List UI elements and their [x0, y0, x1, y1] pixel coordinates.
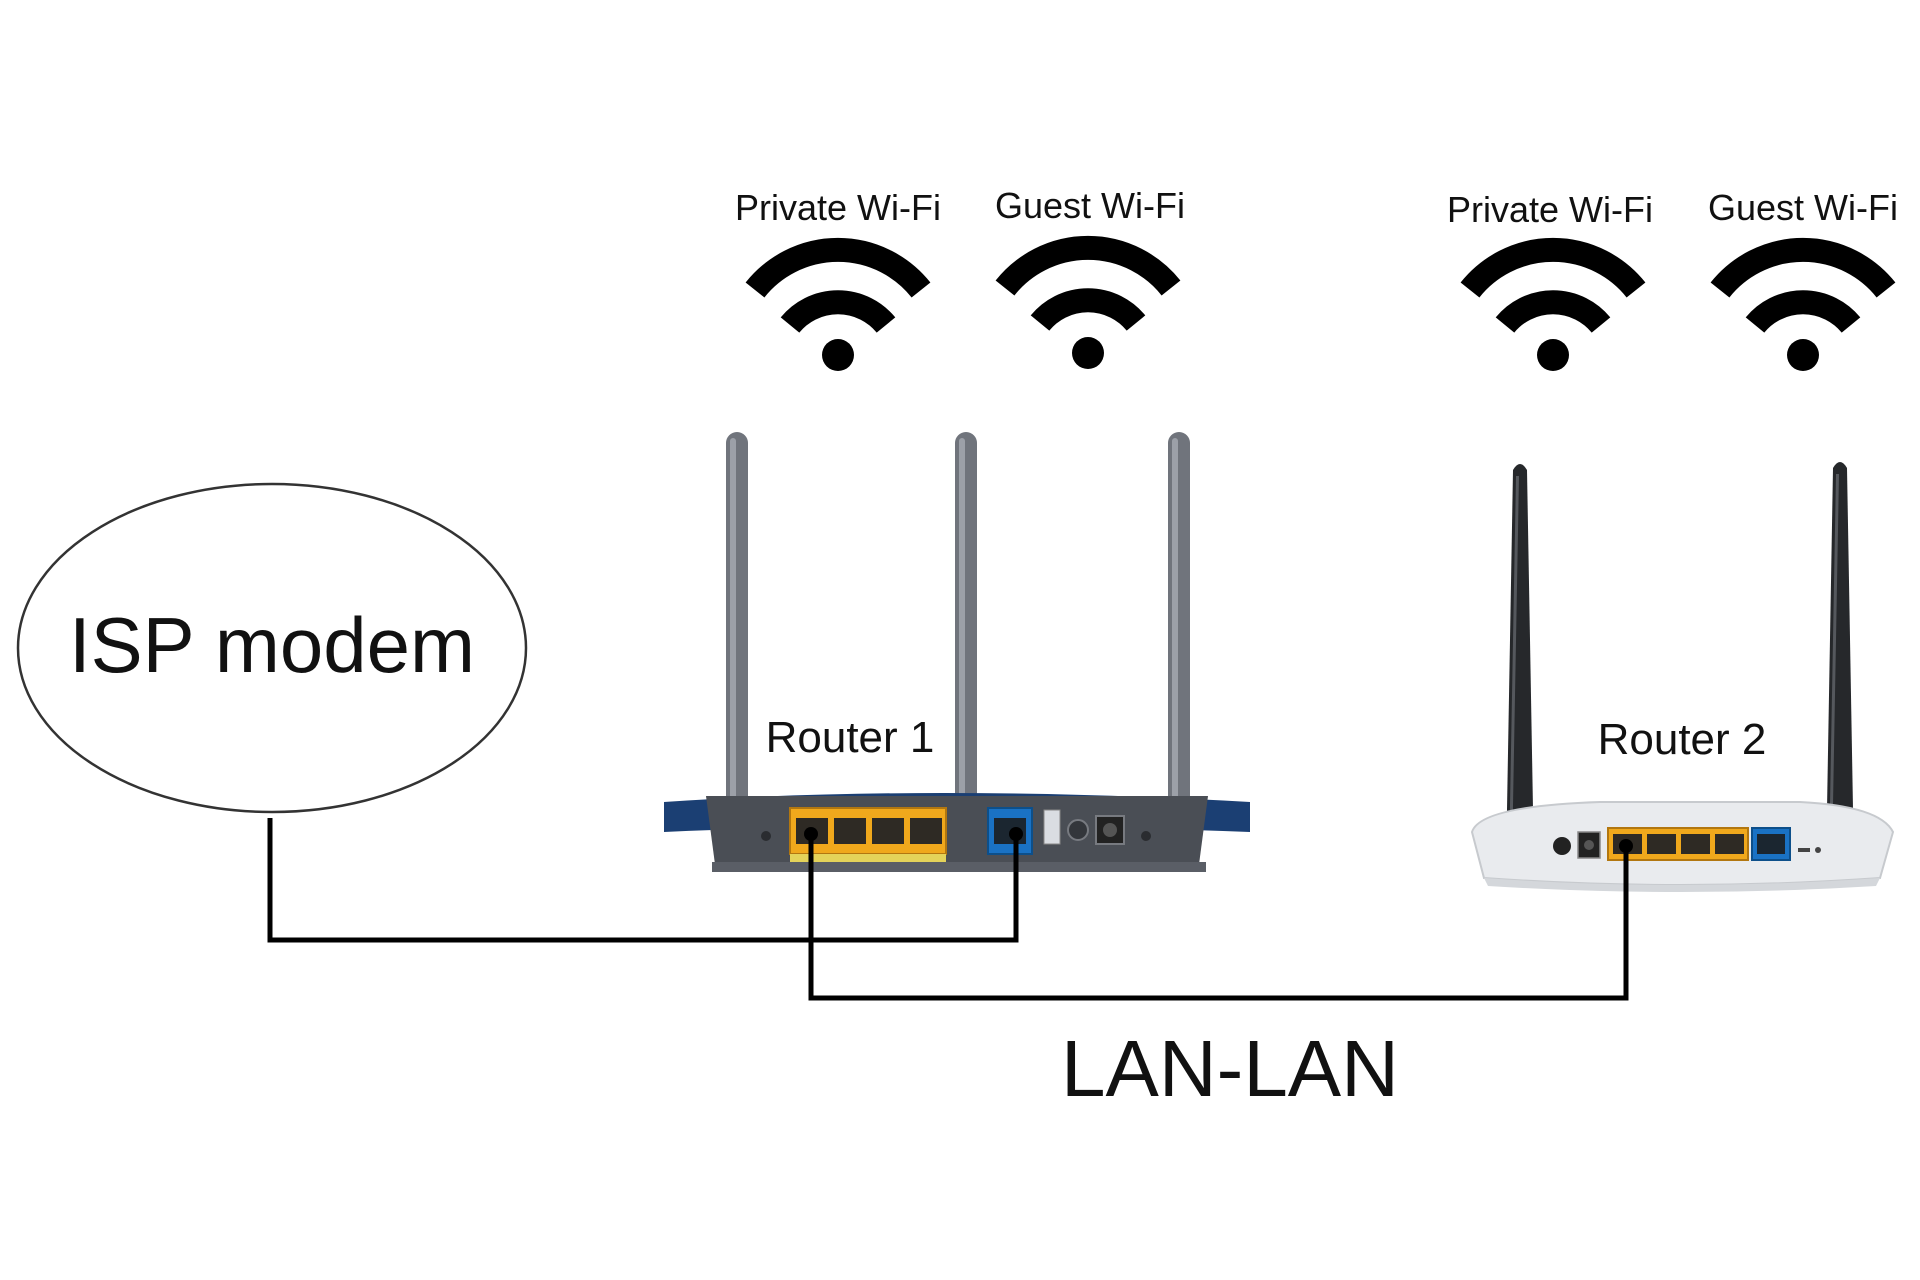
router1-button — [1067, 819, 1089, 841]
router2-private-wifi: Private Wi-Fi — [1447, 189, 1653, 371]
router1-antenna — [1168, 432, 1190, 842]
router1-antenna — [726, 432, 748, 842]
wifi-icon — [1710, 238, 1896, 371]
isp-modem-label: ISP modem — [69, 601, 475, 689]
router1-private-wifi: Private Wi-Fi — [735, 187, 941, 371]
router2-antenna — [1826, 462, 1854, 866]
wifi-icon — [1460, 238, 1646, 371]
isp-modem-ellipse — [16, 482, 528, 814]
router2-label: Router 2 — [1598, 715, 1767, 764]
cable-lan-lan — [804, 827, 1633, 1001]
router2-private-wifi-label: Private Wi-Fi — [1447, 189, 1653, 230]
connection-label: LAN-LAN — [1061, 1024, 1399, 1113]
router1-guest-wifi: Guest Wi-Fi — [995, 185, 1185, 369]
router1: Router 1 — [664, 432, 1250, 872]
router1-usb-port — [1043, 809, 1061, 845]
router2-guest-wifi-label: Guest Wi-Fi — [1708, 187, 1898, 228]
router1-label: Router 1 — [766, 713, 935, 762]
router2-antenna — [1506, 464, 1534, 866]
router1-guest-wifi-label: Guest Wi-Fi — [995, 185, 1185, 226]
wifi-icon — [995, 236, 1181, 369]
router2-guest-wifi: Guest Wi-Fi — [1708, 187, 1898, 371]
isp-modem: ISP modem — [16, 482, 528, 814]
router1-private-wifi-label: Private Wi-Fi — [735, 187, 941, 228]
wifi-icon — [745, 238, 931, 371]
cable-modem-to-router1-wan — [267, 818, 1023, 943]
router1-antenna — [955, 432, 977, 842]
router2-button — [1553, 837, 1571, 855]
router2: Router 2 — [1470, 462, 1895, 892]
